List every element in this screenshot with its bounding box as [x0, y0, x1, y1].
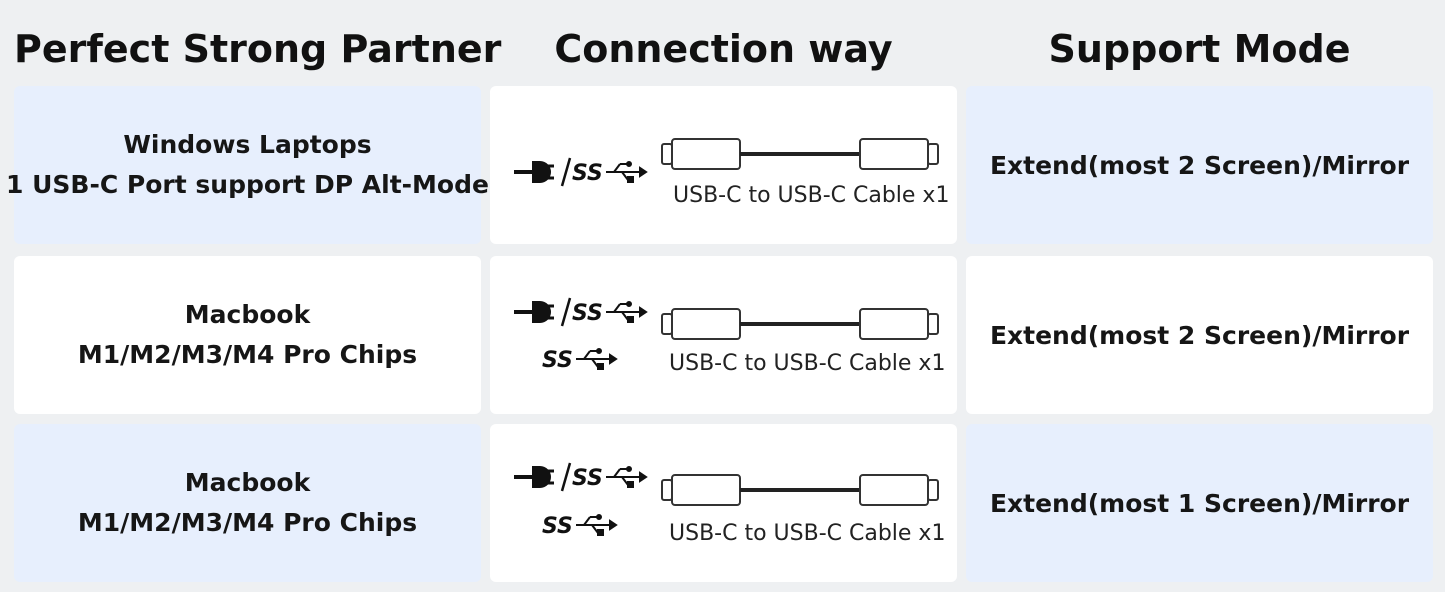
- cable-label: USB-C to USB-C Cable x1: [669, 521, 946, 546]
- header-connection: Connection way: [554, 27, 893, 71]
- mode-cell-2: Extend(most 2 Screen)/Mirror: [966, 256, 1433, 414]
- partner-name: Macbook: [184, 468, 311, 497]
- header-partner: Perfect Strong Partner: [14, 27, 502, 71]
- support-mode: Extend(most 1 Screen)/Mirror: [989, 488, 1410, 518]
- partner-cell-1: Windows Laptops 1 USB-C Port support DP …: [6, 86, 489, 244]
- cable-label: USB-C to USB-C Cable x1: [669, 351, 946, 376]
- partner-cell-2: Macbook M1/M2/M3/M4 Pro Chips: [14, 256, 481, 414]
- partner-cell-3: Macbook M1/M2/M3/M4 Pro Chips: [14, 424, 481, 582]
- mode-cell-3: Extend(most 1 Screen)/Mirror: [966, 424, 1433, 582]
- svg-text:SS: SS: [542, 514, 573, 539]
- usb-c-cable-icon: [661, 308, 939, 340]
- header-mode: Support Mode: [1048, 27, 1351, 71]
- connection-cell-2: SS SS USB-C to USB-C Cable x1: [490, 256, 957, 414]
- partner-name: Windows Laptops: [123, 130, 372, 159]
- usb-c-cable-icon: [661, 138, 939, 170]
- svg-text:SS: SS: [572, 301, 603, 326]
- power-ss-usb-icon: SS: [514, 297, 648, 327]
- partner-detail: 1 USB-C Port support DP Alt-Mode: [6, 170, 489, 199]
- mode-cell-1: Extend(most 2 Screen)/Mirror: [966, 86, 1433, 244]
- support-mode: Extend(most 2 Screen)/Mirror: [989, 150, 1410, 180]
- cable-label: USB-C to USB-C Cable x1: [673, 183, 950, 208]
- ss-usb-icon: SS: [542, 514, 618, 539]
- power-ss-usb-icon: SS: [514, 462, 648, 492]
- power-ss-usb-icon: SS: [514, 157, 648, 187]
- partner-name: Macbook: [184, 300, 311, 329]
- svg-text:SS: SS: [542, 348, 573, 373]
- svg-text:SS: SS: [572, 161, 603, 186]
- ss-usb-icon: SS: [542, 348, 618, 373]
- partner-detail: M1/M2/M3/M4 Pro Chips: [77, 340, 418, 369]
- connection-cell-3: SS SS USB-C to USB-C Cable x1: [490, 424, 957, 582]
- connection-cell-1: SS USB-C to USB-C Cable x1: [490, 86, 957, 244]
- partner-detail: M1/M2/M3/M4 Pro Chips: [77, 508, 418, 537]
- usb-c-cable-icon: [661, 474, 939, 506]
- support-mode: Extend(most 2 Screen)/Mirror: [989, 320, 1410, 350]
- svg-text:SS: SS: [572, 466, 603, 491]
